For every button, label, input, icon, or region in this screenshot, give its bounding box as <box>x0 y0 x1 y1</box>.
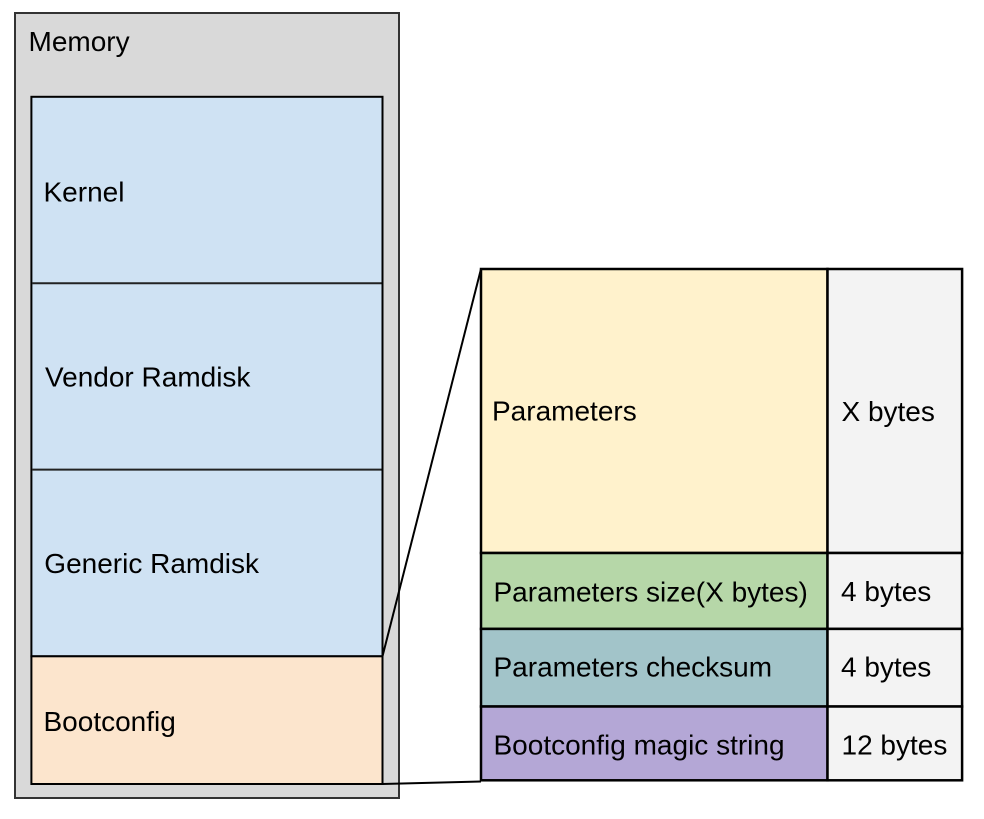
svg-text:Vendor Ramdisk: Vendor Ramdisk <box>45 362 251 393</box>
svg-text:X bytes: X bytes <box>842 396 935 427</box>
svg-text:Bootconfig: Bootconfig <box>44 706 176 737</box>
svg-text:Kernel: Kernel <box>44 177 125 208</box>
svg-text:Parameters checksum: Parameters checksum <box>494 652 773 683</box>
svg-text:Parameters size(X bytes): Parameters size(X bytes) <box>494 577 808 608</box>
svg-text:Bootconfig magic string: Bootconfig magic string <box>494 730 785 761</box>
svg-text:Parameters: Parameters <box>492 396 637 427</box>
svg-text:4 bytes: 4 bytes <box>841 652 931 683</box>
svg-text:4 bytes: 4 bytes <box>841 576 931 607</box>
svg-text:Memory: Memory <box>29 26 130 57</box>
svg-text:12 bytes: 12 bytes <box>842 729 948 760</box>
svg-text:Generic Ramdisk: Generic Ramdisk <box>44 548 260 579</box>
